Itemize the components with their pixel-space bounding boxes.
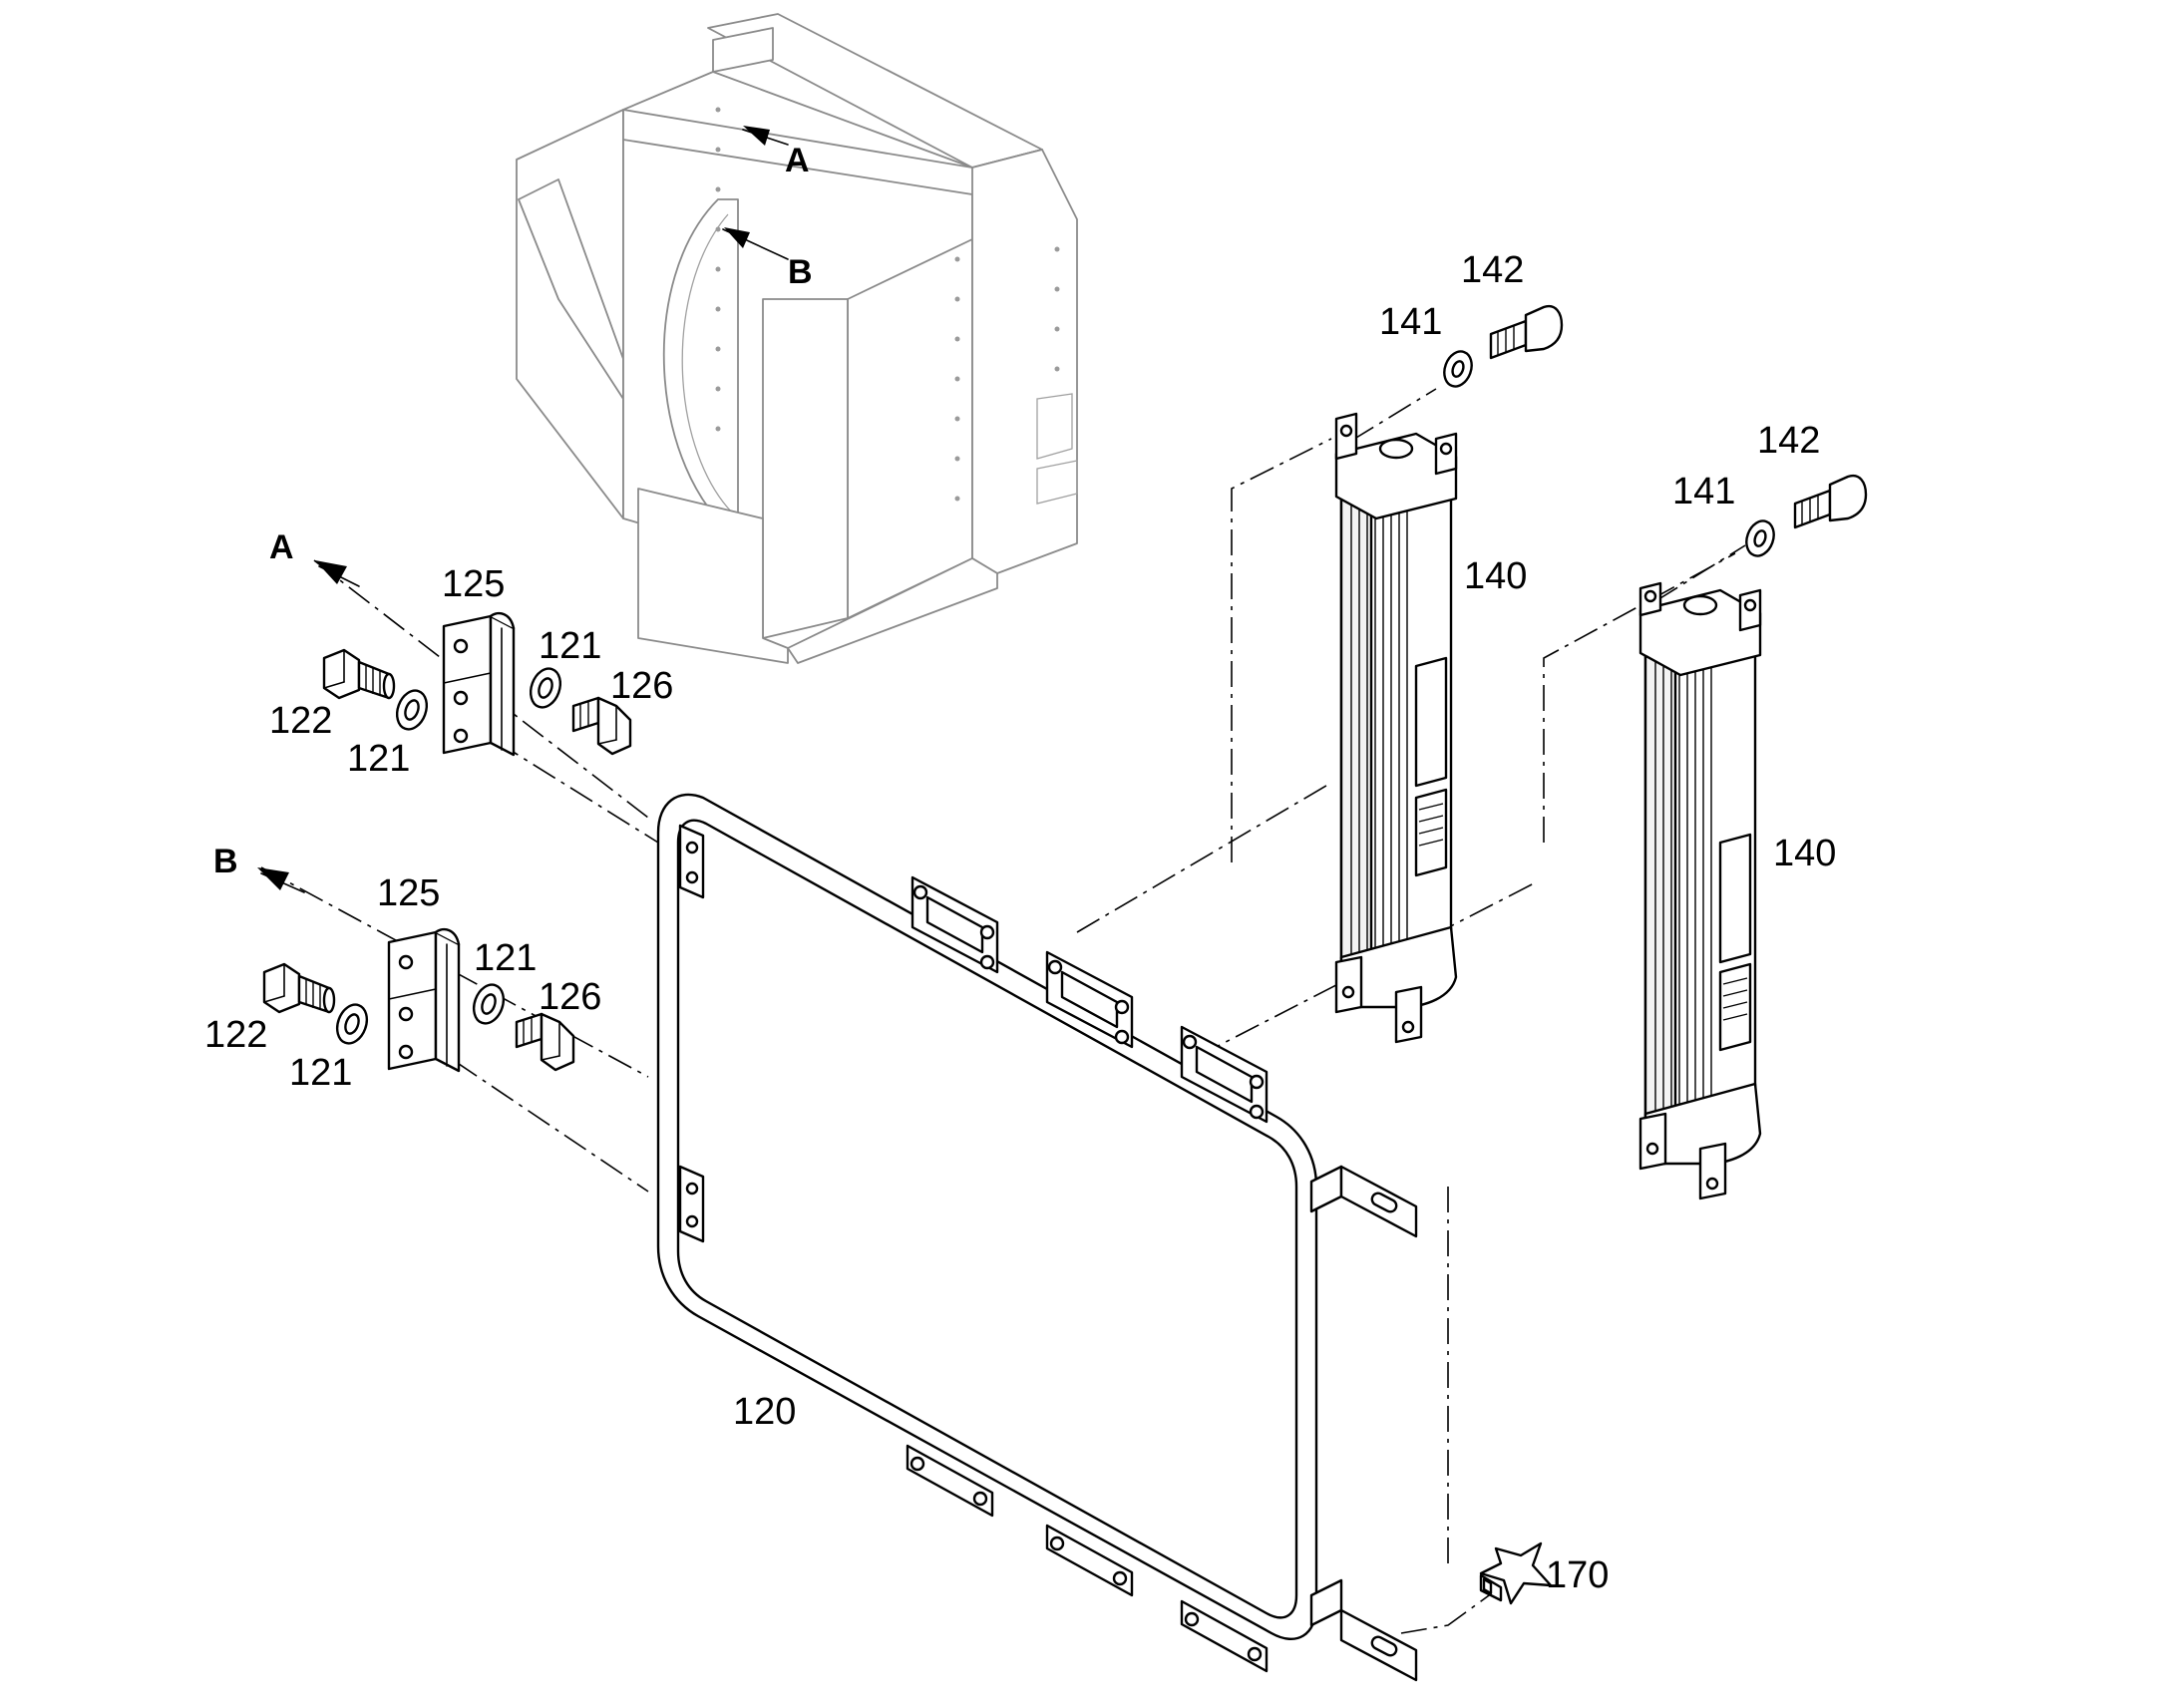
frame-tab-bottom-3	[1180, 1599, 1269, 1673]
callout-122-a: 122	[269, 700, 332, 742]
frame-tab-top-2	[1045, 950, 1134, 1049]
callout-170: 170	[1546, 1554, 1609, 1596]
frame-tab-bottom-2	[1045, 1524, 1134, 1597]
callout-126-b: 126	[539, 976, 601, 1018]
frame-side-bracket-bottom	[1309, 1578, 1418, 1682]
washer-121-a-right	[529, 667, 562, 709]
bracket-group-b: 125 121 126 122 121	[204, 872, 601, 1094]
callout-121-b-left: 121	[289, 1052, 352, 1094]
frame-side-bracket-top	[1309, 1165, 1418, 1238]
washer-121-b-left	[335, 1003, 369, 1045]
oil-cooler-140-upper: 140	[1334, 412, 1527, 1044]
callout-141-upper: 141	[1379, 301, 1442, 343]
frame-tab-top-1	[910, 875, 999, 974]
callout-121-a-left: 121	[347, 738, 410, 780]
frame-tab-bottom-1	[906, 1444, 994, 1518]
oil-cooler-140-lower: 140	[1638, 581, 1836, 1200]
callout-121-b-right: 121	[474, 937, 537, 979]
callout-142-upper: 142	[1461, 249, 1524, 291]
bracket-125-b	[387, 928, 461, 1073]
callout-121-a-right: 121	[539, 625, 601, 667]
callout-141-lower: 141	[1672, 471, 1735, 512]
star-knob-170: 170	[1479, 1541, 1609, 1605]
callout-120: 120	[733, 1391, 796, 1433]
bolt-126-b	[515, 1012, 575, 1072]
bolt-142-lower	[1793, 474, 1868, 529]
washer-121-a-left	[395, 689, 429, 731]
callout-126-a: 126	[610, 665, 673, 707]
bolt-122-a	[322, 648, 396, 700]
ref-a-label: A	[269, 528, 294, 566]
callout-125-a: 125	[442, 563, 505, 605]
ref-arrow-b: B	[213, 843, 305, 893]
bracket-125-a	[442, 612, 516, 757]
callout-125-b: 125	[377, 872, 440, 914]
bracket-group-a: 125 121 126 122 121	[269, 563, 673, 780]
washer-141-upper	[1443, 350, 1473, 388]
ref-arrow-a: A	[269, 528, 360, 587]
frame-tab-top-3	[1180, 1025, 1269, 1124]
bolt-126-a	[571, 696, 632, 756]
ref-b-housing: B	[788, 253, 813, 291]
callout-142-lower: 142	[1757, 420, 1820, 462]
fastener-set-lower: 141 142	[1672, 420, 1868, 557]
fastener-set-upper: 141 142	[1379, 249, 1564, 388]
callout-140-lower: 140	[1773, 833, 1836, 874]
washer-141-lower	[1745, 519, 1775, 557]
ref-a-housing: A	[785, 142, 810, 179]
frame-120: 120	[656, 793, 1418, 1682]
bolt-122-b	[262, 962, 336, 1014]
washer-121-b-right	[472, 983, 506, 1025]
ref-b-label: B	[213, 843, 238, 880]
callout-122-b: 122	[204, 1014, 267, 1056]
bolt-142-upper	[1489, 304, 1564, 360]
radiator-housing: A B	[516, 13, 1078, 664]
callout-140-upper: 140	[1464, 555, 1527, 597]
